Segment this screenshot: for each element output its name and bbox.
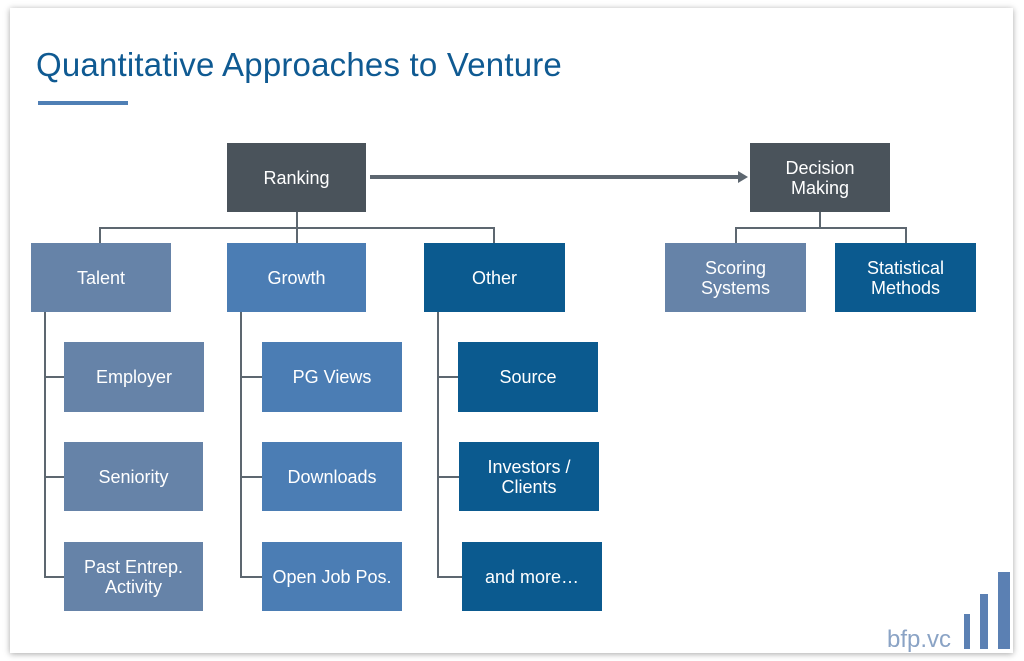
- pg-views-node: PG Views: [262, 342, 402, 412]
- downloads-node: Downloads: [262, 442, 402, 511]
- statistical-stem: [905, 227, 907, 243]
- other-vertical: [437, 312, 439, 578]
- growth-vertical: [240, 312, 242, 578]
- statistical-methods-node: Statistical Methods: [835, 243, 976, 312]
- growth-h1: [240, 376, 263, 378]
- seniority-node: Seniority: [64, 442, 203, 511]
- past-entrep-activity-node: Past Entrep. Activity: [64, 542, 203, 611]
- source-node: Source: [458, 342, 598, 412]
- growth-h2: [240, 476, 263, 478]
- scoring-stem: [735, 227, 737, 243]
- talent-h3: [44, 576, 64, 578]
- talent-node: Talent: [31, 243, 171, 312]
- growth-h3: [240, 576, 263, 578]
- talent-stem: [99, 227, 101, 243]
- other-stem: [493, 227, 495, 243]
- page-title: Quantitative Approaches to Venture: [36, 46, 562, 83]
- and-more-node: and more…: [462, 542, 602, 611]
- bfp-logo-text: bfp.vc: [887, 626, 952, 653]
- growth-stem: [296, 227, 298, 243]
- other-h3: [437, 576, 462, 578]
- other-h2: [437, 476, 459, 478]
- open-job-pos-node: Open Job Pos.: [262, 542, 402, 611]
- other-node: Other: [424, 243, 565, 312]
- investors-clients-node: Investors / Clients: [459, 442, 599, 511]
- ranking-node: Ranking: [227, 143, 366, 212]
- talent-h1: [44, 376, 64, 378]
- scoring-systems-node: Scoring Systems: [665, 243, 806, 312]
- ranking-to-decision-arrow: [370, 175, 740, 179]
- title-underline: [38, 101, 128, 105]
- talent-h2: [44, 476, 64, 478]
- growth-node: Growth: [227, 243, 366, 312]
- employer-node: Employer: [64, 342, 204, 412]
- ranking-stem: [296, 212, 298, 228]
- other-h1: [437, 376, 459, 378]
- level1-right-bar: [735, 227, 907, 229]
- talent-vertical: [44, 312, 46, 578]
- decision-making-node: Decision Making: [750, 143, 890, 212]
- arrowhead-icon: [738, 171, 748, 183]
- decision-stem: [819, 212, 821, 228]
